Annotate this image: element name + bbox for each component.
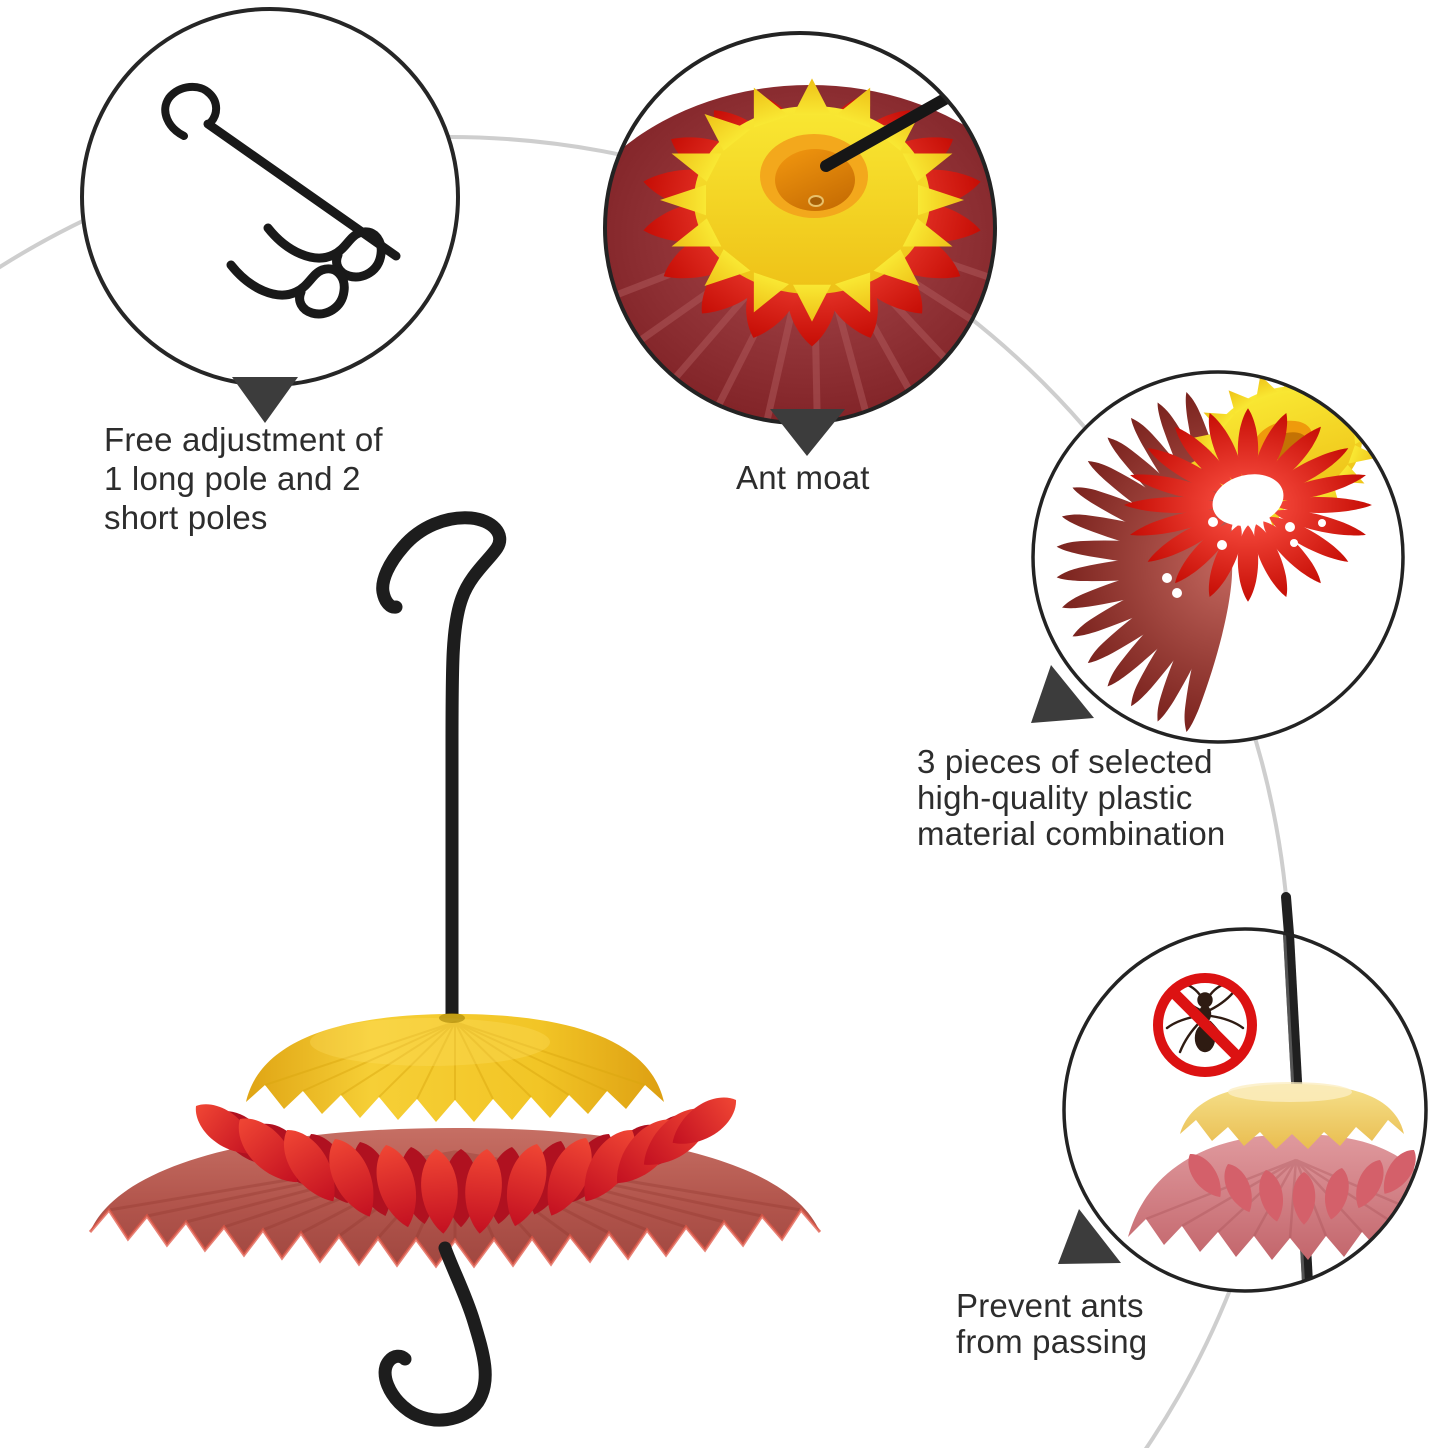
- feeder-band-shine: [1228, 1082, 1352, 1102]
- caption-line: Prevent ants: [956, 1287, 1144, 1324]
- callout-arrow-prevent-icon: [1058, 1209, 1121, 1264]
- short-hook-2: [226, 260, 349, 319]
- caption-line: 3 pieces of selected: [917, 743, 1213, 780]
- feeder-yellow-band: [1180, 1084, 1404, 1149]
- feed-hole: [808, 195, 824, 207]
- daisy-screw-holes: [1208, 517, 1326, 550]
- callout-circle-three-pieces: [1031, 370, 1405, 744]
- hook-set-icon: [161, 83, 401, 319]
- caption-prevent: Prevent ants from passing: [956, 1288, 1147, 1360]
- short-hook-1: [263, 223, 386, 282]
- dome-highlight: [310, 1018, 550, 1066]
- yellow-dome: [246, 1014, 664, 1122]
- main-product: [88, 511, 822, 1427]
- caption-line: Ant moat: [736, 459, 870, 496]
- caption-line: high-quality plastic: [917, 779, 1193, 816]
- caption-line: 1 long pole and 2: [104, 460, 361, 497]
- no-ants-sign-icon: [1153, 973, 1257, 1077]
- skirt-edge-highlight: [88, 1207, 822, 1269]
- caption-hooks: Free adjustment of 1 long pole and 2 sho…: [104, 420, 383, 537]
- rod-stub-top: [1281, 892, 1294, 939]
- callout-circle-prevent-ants: [1062, 892, 1428, 1293]
- callout-arrow-ant-moat-icon: [770, 409, 845, 456]
- caption-line: Free adjustment of: [104, 421, 383, 458]
- hanging-pole-hook: [376, 511, 507, 1039]
- caption-line: material combination: [917, 815, 1226, 852]
- callout-arrow-hooks-icon: [232, 377, 298, 423]
- caption-ant-moat: Ant moat: [736, 458, 870, 497]
- caption-line: from passing: [956, 1323, 1148, 1360]
- long-pole-curl: [161, 83, 221, 140]
- caption-pieces: 3 pieces of selected high-quality plasti…: [917, 744, 1225, 852]
- callout-arrow-pieces-icon: [1031, 665, 1094, 723]
- pole-entry-shadow: [439, 1013, 465, 1023]
- cone-holes: [1162, 573, 1261, 611]
- callout-circle-hooks: [80, 7, 460, 387]
- dome-seams: [264, 1021, 646, 1100]
- daisy-center-hole: [1212, 474, 1284, 526]
- caption-line: short poles: [104, 499, 268, 536]
- s-hook: [378, 1241, 492, 1427]
